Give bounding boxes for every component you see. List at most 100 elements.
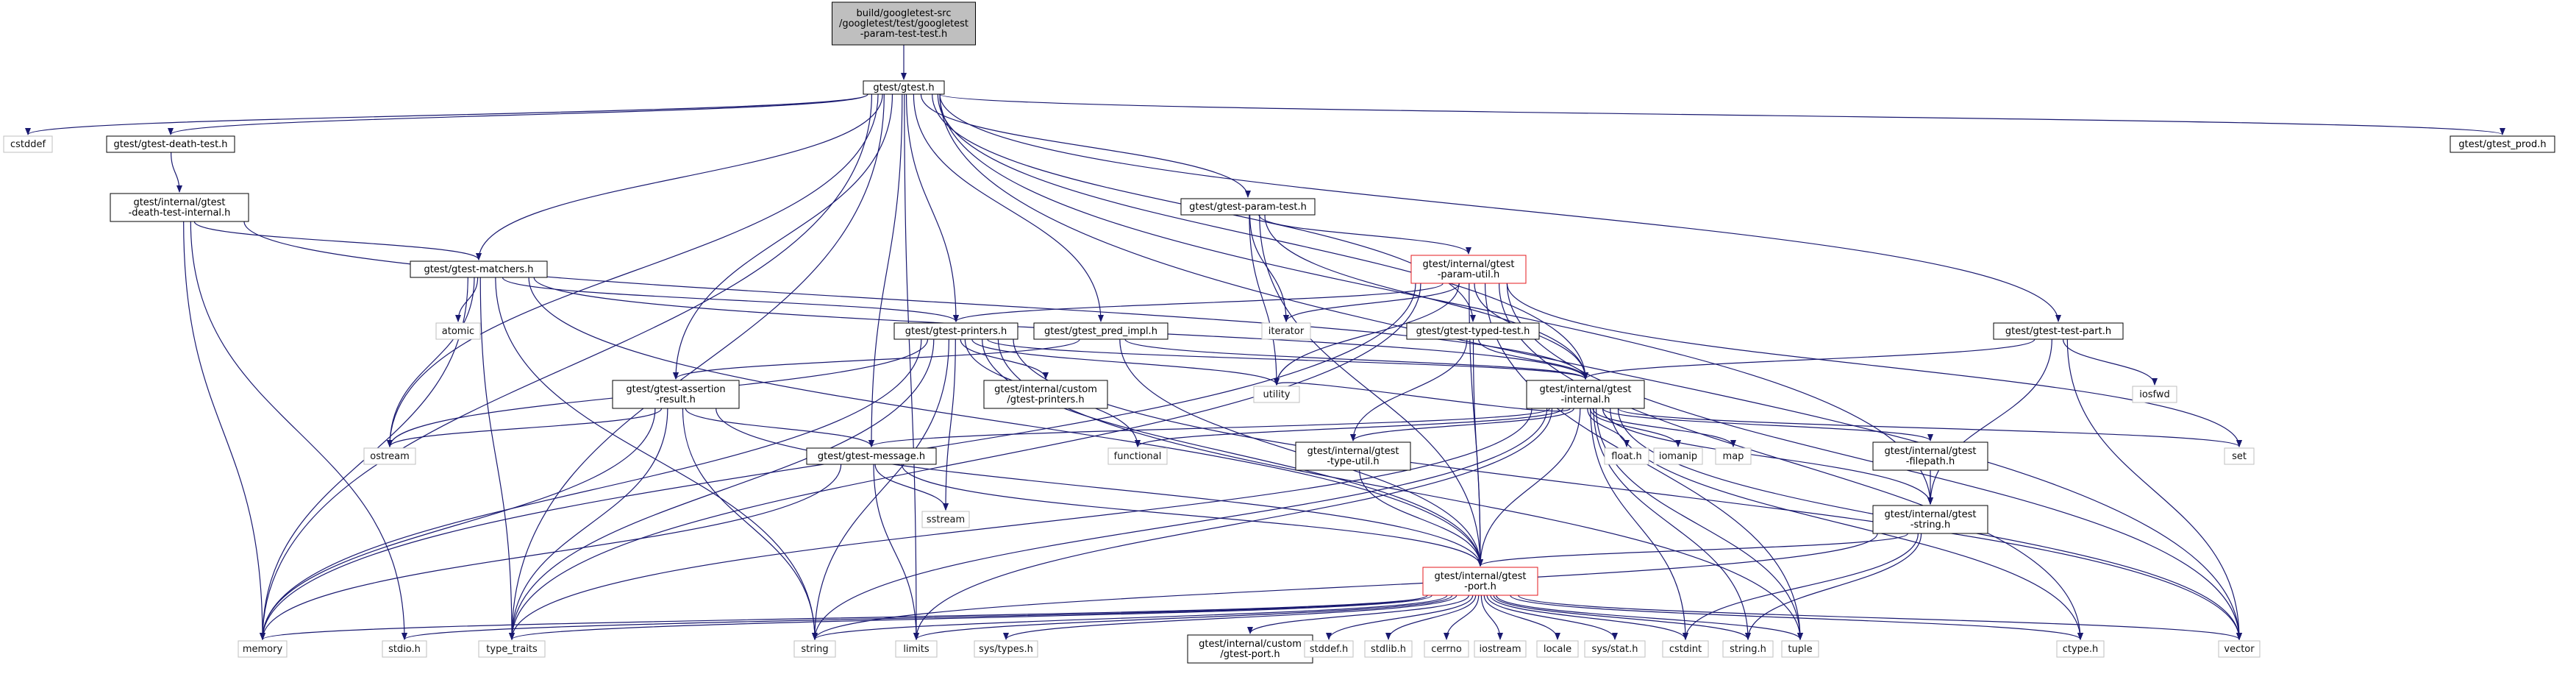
edge-port-to-iostream [1480,595,1503,640]
node-box-stdio-h [382,640,427,658]
node-label-param-test-line-1: gtest/gtest-param-test.h [1189,202,1307,213]
edge-port-to-ctype_h [1510,595,2083,640]
node-string-h: string.h [1722,640,1774,658]
edge-port-to-stdio_h [402,595,1428,640]
node-type-util[interactable]: gtest/internal/gtest-type-util.h [1295,441,1411,471]
node-assertion-result[interactable]: gtest/gtest-assertion-result.h [612,380,740,409]
node-box-death-test [106,135,235,153]
node-box-utility [1253,386,1300,403]
edge-pred_impl-to-assertion_result [673,338,1080,380]
node-label-internal-line-2: -internal.h [1561,394,1610,405]
node-label-printers-line-1: gtest/gtest-printers.h [905,326,1007,337]
node-label-tuple-line-1: tuple [1788,644,1812,655]
node-root[interactable]: build/googletest-src/googletest/test/goo… [832,1,976,46]
edge-death_internal-to-internal [243,221,1588,380]
node-label-atomic-line-1: atomic [442,326,474,337]
node-box-cstddef [3,135,53,153]
node-label-iterator-line-1: iterator [1269,326,1305,337]
node-typed-test[interactable]: gtest/gtest-typed-test.h [1406,322,1540,340]
node-label-death-test-line-1: gtest/gtest-death-test.h [113,139,227,150]
node-box-gtest-h [863,80,945,95]
node-box-sys-stat [1584,640,1646,658]
node-matchers[interactable]: gtest/gtest-matchers.h [410,260,548,278]
node-box-iostream [1474,640,1527,658]
edge-gtest_h-to-printers [905,93,959,322]
edge-gtest_h-to-pred_impl [913,93,1104,322]
node-box-type-traits [478,640,546,658]
node-death-test[interactable]: gtest/gtest-death-test.h [106,135,235,153]
node-cerrno: cerrno [1424,640,1469,658]
node-label-iosfwd-line-1: iosfwd [2139,389,2170,400]
node-type-traits: type_traits [478,640,546,658]
edge-internal-to-type_util [1350,408,1574,441]
node-port[interactable]: gtest/internal/gtest-port.h [1422,567,1538,596]
edge-message-to-sstream [874,464,949,511]
edge-printers-to-memory [260,338,922,640]
edge-param_test-to-port [1259,214,1483,567]
node-box-string [793,640,836,658]
edge-param_test-to-param_util [1258,214,1471,255]
edge-port-to-string_h [1493,595,1751,640]
node-float-h: float.h [1604,447,1649,465]
edge-port-to-sys_types [1003,595,1458,640]
node-string: string [793,640,836,658]
node-internal[interactable]: gtest/internal/gtest-internal.h [1526,380,1645,409]
nodes-layer: build/googletest-src/googletest/test/goo… [3,1,2555,664]
edge-port-to-stdlib_h [1385,595,1477,640]
node-stdlib-h: stdlib.h [1364,640,1413,658]
edge-port-to-locale [1483,595,1560,640]
node-gstring[interactable]: gtest/internal/gtest-string.h [1872,505,1988,534]
node-label-cerrno-line-1: cerrno [1431,644,1462,655]
node-label-cstdint-line-1: cstdint [1669,644,1702,655]
node-box-internal [1526,380,1645,409]
node-prod[interactable]: gtest/gtest_prod.h [2450,135,2555,153]
node-label-assertion-result-line-1: gtest/gtest-assertion [626,384,725,395]
edge-death_internal-to-matchers [193,221,482,260]
edge-port-to-limits [913,595,1453,640]
edge-port-to-cstdint [1490,595,1688,640]
edge-internal-to-functional [1135,408,1564,447]
node-filepath[interactable]: gtest/internal/gtest-filepath.h [1872,441,1988,471]
node-stddef-h: stddef.h [1304,640,1354,658]
node-label-ctype-h-line-1: ctype.h [2063,644,2099,655]
edge-internal-to-gstring [1602,408,1933,505]
edge-assertion_result-to-message [685,408,874,447]
node-custom-printers[interactable]: gtest/internal/custom/gtest-printers.h [983,380,1108,409]
edge-internal-to-map [1592,408,1736,447]
edge-internal-to-float_h [1587,408,1630,447]
node-stdio-h: stdio.h [382,640,427,658]
node-label-root-line-2: /googletest/test/googletest [839,18,968,29]
edge-gtest_h-to-prod [939,93,2505,135]
edge-gstring-to-port [1477,533,1908,567]
edge-printers-to-string [812,338,949,640]
node-message[interactable]: gtest/gtest-message.h [806,447,937,465]
node-pred-impl[interactable]: gtest/gtest_pred_impl.h [1033,322,1169,340]
node-death-internal[interactable]: gtest/internal/gtest-death-test-internal… [110,193,249,222]
node-label-port-line-1: gtest/internal/gtest [1434,571,1526,582]
node-label-gstring-line-2: -string.h [1910,519,1950,531]
node-box-limits [895,640,938,658]
node-box-port [1422,567,1538,596]
node-gtest-h[interactable]: gtest/gtest.h [863,80,945,95]
node-param-test[interactable]: gtest/gtest-param-test.h [1180,198,1316,216]
node-box-ctype-h [2056,640,2105,658]
node-test-part[interactable]: gtest/gtest-test-part.h [1993,322,2124,340]
node-box-assertion-result [612,380,740,409]
edge-internal-to-string_h [1593,408,1751,640]
edge-assertion_result-to-ostream [387,408,663,447]
edge-printers-to-sstream [943,338,956,511]
node-sys-stat: sys/stat.h [1584,640,1646,658]
node-custom-port[interactable]: gtest/internal/custom/gtest-port.h [1187,634,1313,664]
node-box-locale [1536,640,1579,658]
node-box-test-part [1993,322,2124,340]
edge-gtest_h-to-vector [939,93,2242,640]
node-box-atomic [435,322,481,340]
edge-printers-to-utility [971,338,1280,386]
node-iosfwd: iosfwd [2132,386,2177,403]
node-printers[interactable]: gtest/gtest-printers.h [893,322,1018,340]
edge-port-to-stddef_h [1326,595,1474,640]
node-param-util[interactable]: gtest/internal/gtest-param-util.h [1410,255,1527,284]
edge-internal-to-limits [913,408,1553,640]
node-box-prod [2450,135,2555,153]
